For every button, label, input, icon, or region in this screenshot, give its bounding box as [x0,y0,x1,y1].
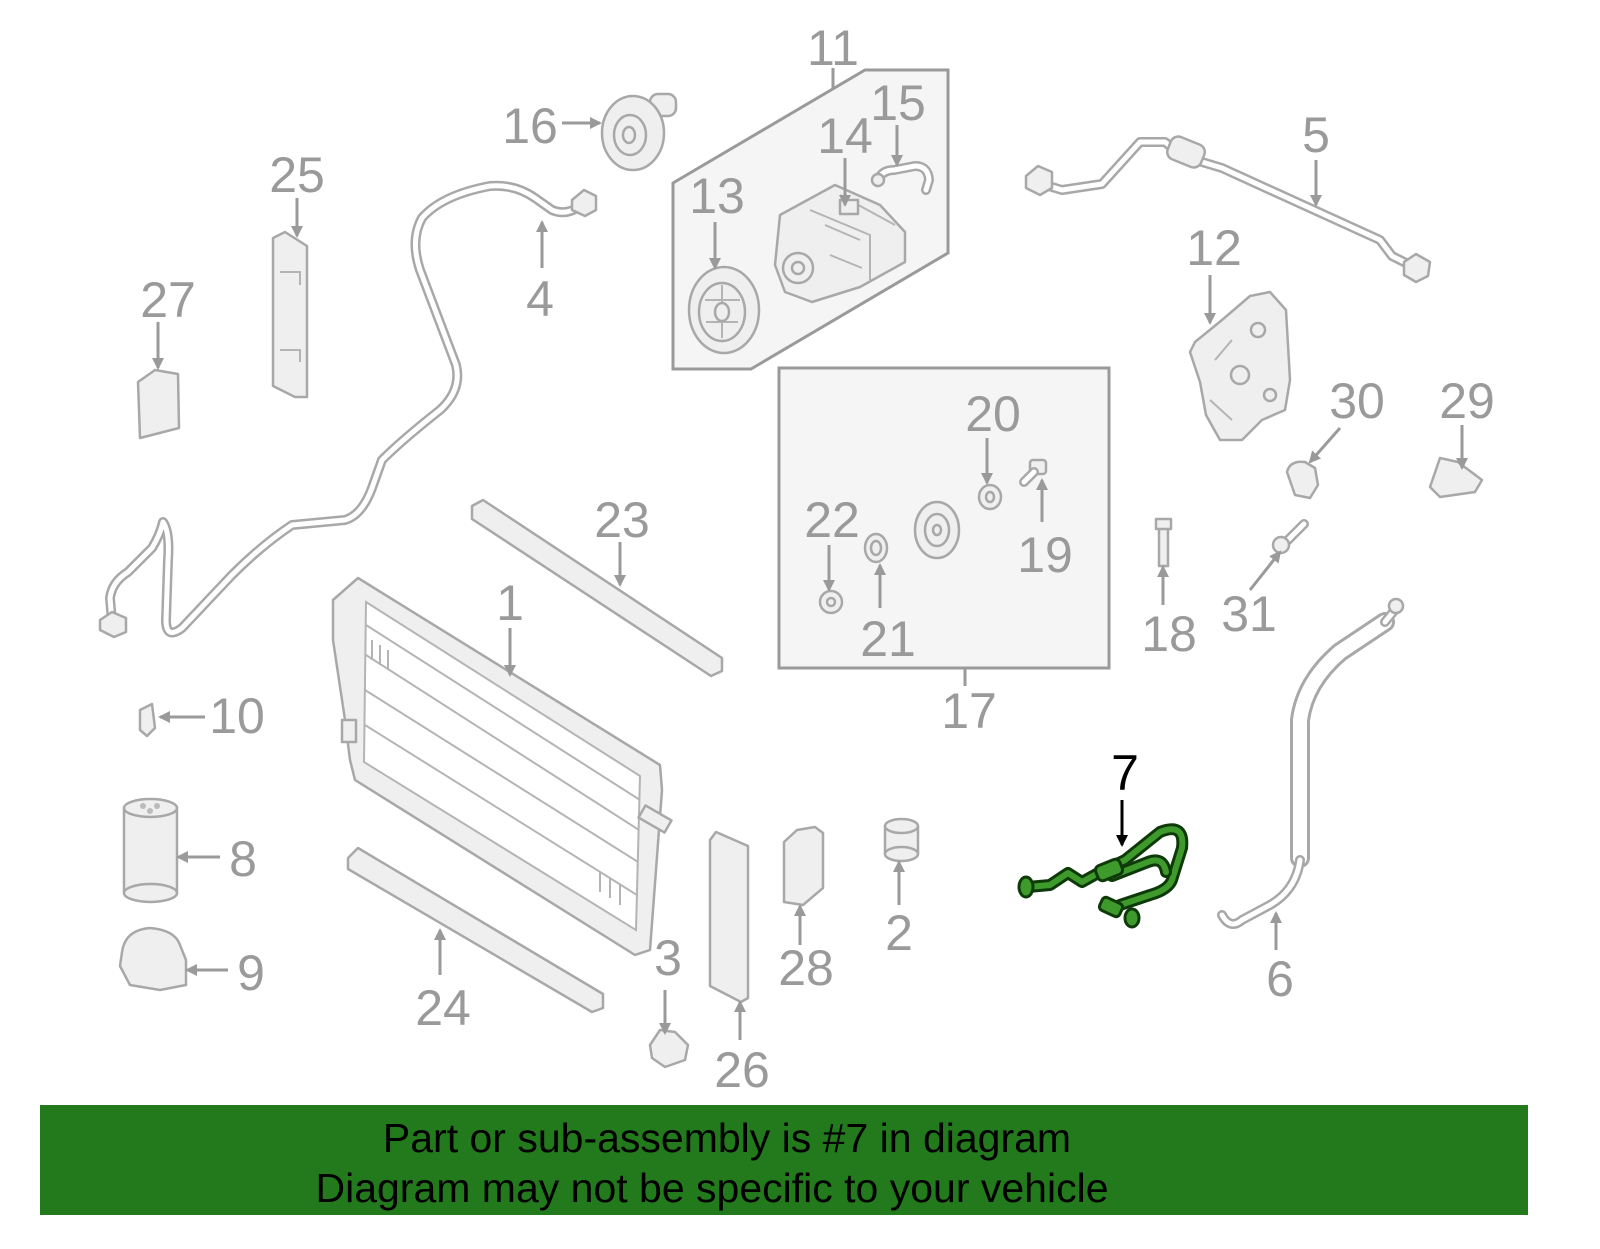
part-19-drawing [1019,458,1048,487]
part-23-drawing [470,498,724,678]
callout-14: 14 [817,108,873,164]
callout-6: 6 [1266,951,1294,1007]
part-28-drawing [782,825,825,907]
callout-2: 2 [885,905,913,961]
callout-12: 12 [1186,220,1242,276]
callout-1: 1 [496,575,524,631]
part-2-drawing [883,817,920,863]
part-30-drawing [1285,460,1320,500]
callout-28: 28 [778,940,834,996]
part-26-drawing [708,830,750,1004]
part-8-drawing [122,797,179,904]
part-14-drawing [773,183,907,304]
callout-5: 5 [1302,107,1330,163]
callout-22: 22 [804,492,860,548]
part-31-drawing [1271,519,1309,555]
callout-9: 9 [237,945,265,1001]
part-10-drawing [138,702,157,738]
callout-26: 26 [714,1042,770,1098]
callout-31: 31 [1221,586,1277,642]
part-16-drawing [600,92,678,172]
part-25-drawing [271,230,309,399]
part-3-drawing [648,1028,690,1069]
part-1-drawing [331,576,673,957]
callout-4: 4 [526,271,554,327]
callout-27: 27 [140,272,196,328]
part-22-drawing [818,589,844,615]
part-5-drawing [1024,135,1432,284]
part-17-pulley-drawing [913,500,961,560]
part-13-drawing [687,265,761,355]
callout-10: 10 [209,688,265,744]
callout-23: 23 [594,492,650,548]
part-27-drawing [136,368,181,440]
callout-15: 15 [870,75,926,131]
footer-background [40,1105,1528,1215]
part-9-drawing [118,926,188,992]
part-15-drawing [870,161,934,195]
callout-18: 18 [1141,606,1197,662]
part-20-drawing [977,483,1003,511]
part-6-drawing [1217,597,1405,929]
callout-17: 17 [941,683,997,739]
callout-16: 16 [502,98,558,154]
callout-25: 25 [269,147,325,203]
callout-11: 11 [807,20,859,76]
footer-line-2: Diagram may not be specific to your vehi… [315,1165,1108,1211]
callout-8: 8 [229,831,257,887]
part-7-highlighted-drawing [1017,823,1189,929]
leader-lines [152,68,1468,1040]
part-4-drawing [98,180,598,639]
callout-13: 13 [689,168,745,224]
part-24-drawing [346,846,605,1014]
part-21-drawing [863,532,889,564]
callout-30: 30 [1329,373,1385,429]
part-29-drawing [1428,456,1484,499]
callout-3: 3 [654,930,682,986]
part-18-drawing [1154,517,1173,568]
callout-20: 20 [965,386,1021,442]
callout-29: 29 [1439,373,1495,429]
part-12-drawing [1188,290,1292,442]
callout-19: 19 [1017,527,1073,583]
callout-24: 24 [415,980,471,1036]
callout-7-highlighted: 7 [1111,745,1139,801]
footer-line-1: Part or sub-assembly is #7 in diagram [383,1115,1071,1161]
footer-banner: Part or sub-assembly is #7 in diagram Di… [40,1105,1528,1215]
callout-21: 21 [860,611,916,667]
